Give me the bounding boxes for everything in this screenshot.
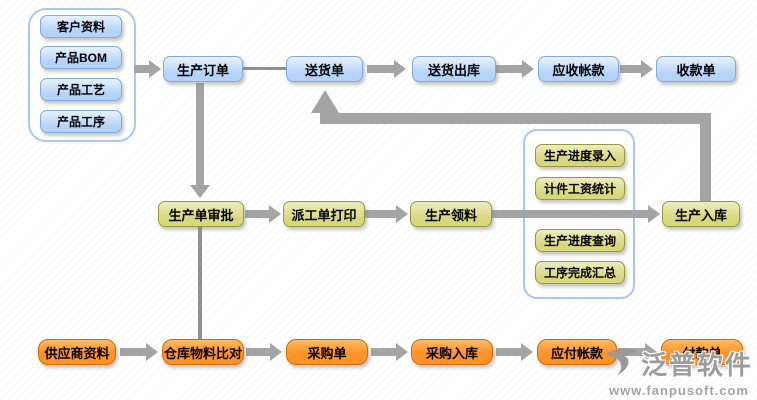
node-payment[interactable]: 付款单 [661,339,743,365]
node-process-completion-summary[interactable]: 工序完成汇总 [535,261,625,284]
node-customer-info[interactable]: 客户资料 [40,15,122,38]
node-product-craft[interactable]: 产品工艺 [40,78,122,101]
arrow-production-order-to-approval [190,83,210,198]
node-receivable[interactable]: 应收帐款 [538,56,619,82]
node-production-inbound[interactable]: 生产入库 [662,201,740,227]
node-product-bom[interactable]: 产品BOM [40,46,122,69]
fanpu-logo-icon [605,347,639,382]
feedback-line-horizontal [320,113,711,124]
node-purchase-order[interactable]: 采购单 [286,339,368,365]
node-piecework-salary-stats[interactable]: 计件工资统计 [535,177,625,200]
arrow-purchase-order-to-inbound [371,343,408,361]
line-production-order-to-delivery-note [242,67,286,70]
node-purchase-inbound[interactable]: 采购入库 [411,339,493,365]
node-order-approval[interactable]: 生产单审批 [158,201,244,227]
feedback-line-vertical [700,113,711,203]
watermark: 泛普软件 www.fanpusoft.com [605,347,753,398]
node-delivery-note[interactable]: 送货单 [286,56,363,82]
watermark-brand: 泛普软件 [640,349,753,380]
node-supplier-info[interactable]: 供应商资料 [38,339,116,365]
watermark-url: www.fanpusoft.com [608,383,749,398]
arrow-receivable-to-receipt [620,60,653,78]
arrow-picking-to-inbound [492,205,660,223]
node-progress-entry[interactable]: 生产进度录入 [535,144,625,167]
arrow-supplier-to-warehouse-compare [120,343,158,361]
node-receipt[interactable]: 收款单 [656,56,736,82]
arrow-approval-to-work-order-print [245,205,281,223]
arrow-master-to-production-order [134,60,161,78]
feedback-arrowhead-to-delivery-note [311,90,339,113]
node-payable[interactable]: 应付帐款 [537,339,617,365]
node-progress-query[interactable]: 生产进度查询 [535,229,625,252]
arrow-purchase-inbound-to-payable [496,343,533,361]
arrow-outbound-to-receivable [496,60,534,78]
node-production-order[interactable]: 生产订单 [163,56,243,82]
node-production-picking[interactable]: 生产领料 [410,201,492,227]
node-delivery-outbound[interactable]: 送货出库 [412,56,496,82]
node-work-order-print[interactable]: 派工单打印 [283,201,365,227]
node-warehouse-material-compare[interactable]: 仓库物料比对 [162,339,244,365]
arrow-work-order-print-to-picking [365,205,408,223]
line-approval-to-warehouse-compare [198,227,202,340]
arrow-warehouse-compare-to-purchase-order [246,343,282,361]
node-product-process[interactable]: 产品工序 [40,110,122,133]
arrow-delivery-note-to-outbound [367,60,406,78]
